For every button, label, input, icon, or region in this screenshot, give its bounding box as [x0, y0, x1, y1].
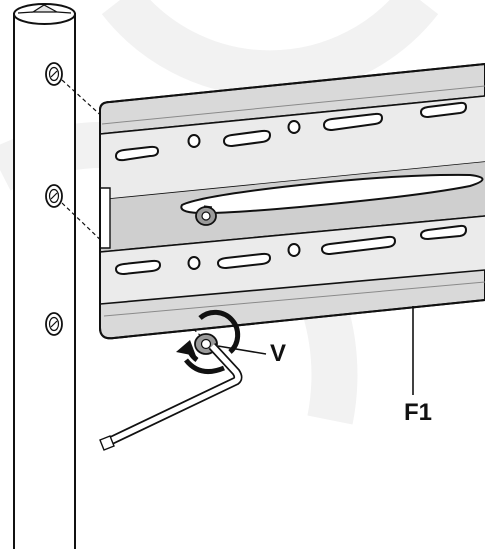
screw-v-label: V — [270, 340, 287, 367]
screw — [195, 205, 217, 226]
post-hole — [45, 312, 63, 336]
bracket-slot — [114, 224, 468, 276]
bracket-slot — [114, 101, 468, 162]
leader-line — [217, 306, 414, 395]
allen-key-icon — [99, 342, 243, 451]
post-hole — [45, 62, 63, 86]
bracket-f1-label: F1 — [404, 399, 433, 426]
vertical-post — [13, 3, 76, 549]
post-hole — [45, 184, 63, 208]
rotation-arrow-icon — [176, 309, 241, 375]
